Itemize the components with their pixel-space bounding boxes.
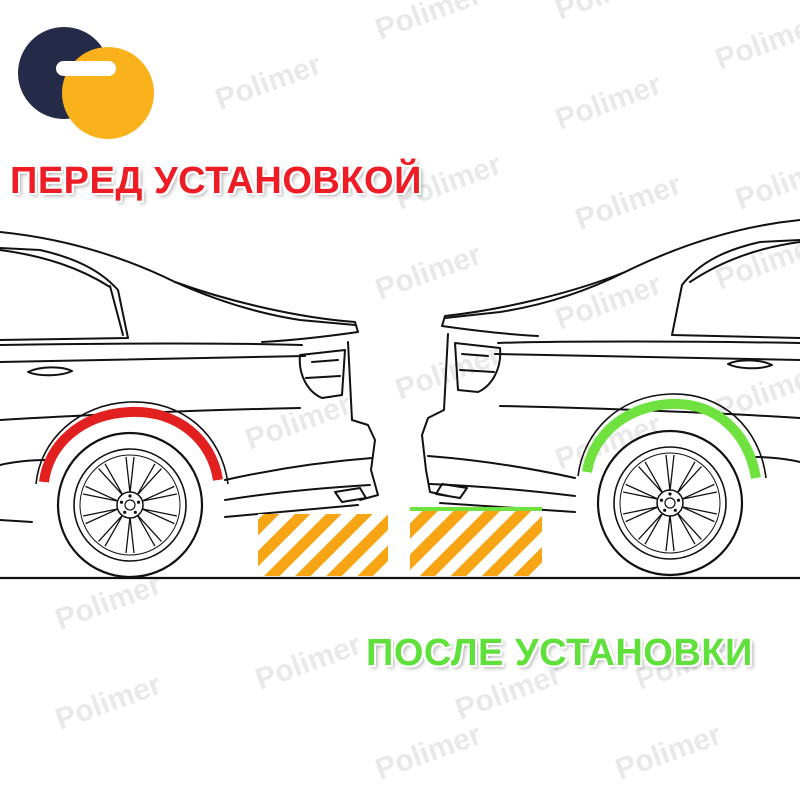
watermark-text: Polimer [251, 628, 366, 697]
wheel-left-icon [56, 431, 204, 579]
watermark-text: Polimer [51, 668, 166, 737]
watermark-text: Polimer [551, 68, 666, 137]
wheel-arch-after [582, 398, 761, 479]
label-after-installation: ПОСЛЕ УСТАНОВКИ [366, 632, 753, 674]
wheel-arch-outline [577, 393, 767, 479]
watermark-text: Polimer [731, 148, 800, 217]
watermark-text: Polimer [611, 718, 726, 787]
wheel-arch-outline [35, 401, 229, 485]
car-before-installation [0, 231, 379, 523]
car-after-installation [421, 219, 800, 513]
label-before-installation: ПЕРЕД УСТАНОВКОЙ [10, 160, 422, 202]
watermark-text: Polimer [211, 48, 326, 117]
watermark-text: Polimer [371, 238, 486, 307]
watermark-text: Polimer [241, 388, 356, 457]
wheel-right-icon [596, 429, 744, 577]
watermark-text: Polimer [371, 0, 486, 47]
wheel-arch-before [39, 406, 223, 483]
watermark-text: Polimer [711, 8, 800, 77]
watermark-text: Polimer [371, 718, 486, 787]
gap-block-after [410, 509, 542, 576]
gap-block-before [258, 514, 388, 576]
watermark-text: Polimer [571, 168, 686, 237]
brand-s-logo [18, 27, 154, 139]
watermark-text: Polimer [551, 0, 666, 27]
